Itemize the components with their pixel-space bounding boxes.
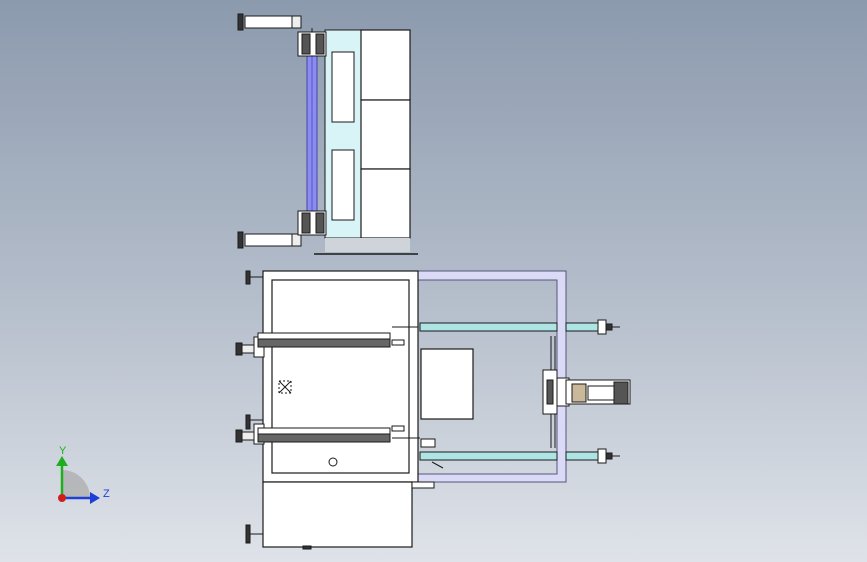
triad-origin [58,494,66,502]
top-box-2 [360,99,411,170]
top-housing-slot-2 [331,149,355,221]
top-roller-upper [297,28,327,57]
lower-drawer [262,481,413,548]
center-box [420,348,474,420]
axis-triad: Y Z [56,445,110,504]
left-pins [245,270,263,544]
z-axis-arrow [90,492,100,504]
top-foot-upper [237,13,302,31]
top-bottom-plate [325,238,410,252]
main-inner-panel [271,279,410,474]
triad-quadrant [62,470,90,498]
top-roller-lower [297,210,327,236]
teal-shaft-upper [419,319,620,335]
top-housing-slot-1 [331,51,355,123]
right-gripper [565,379,631,405]
bar-lower [235,423,420,445]
target-marker [278,380,292,394]
z-axis-label: Z [103,488,110,500]
top-box-3 [360,168,411,239]
teal-shaft-lower [419,448,620,464]
bar-upper [235,326,418,358]
bottom-assembly [235,270,631,550]
y-axis-arrow [56,456,68,466]
hole-circle [328,457,338,467]
top-foot-lower [237,231,302,249]
top-assembly [237,13,418,255]
top-box-1 [360,29,411,101]
y-axis-label: Y [59,445,67,457]
